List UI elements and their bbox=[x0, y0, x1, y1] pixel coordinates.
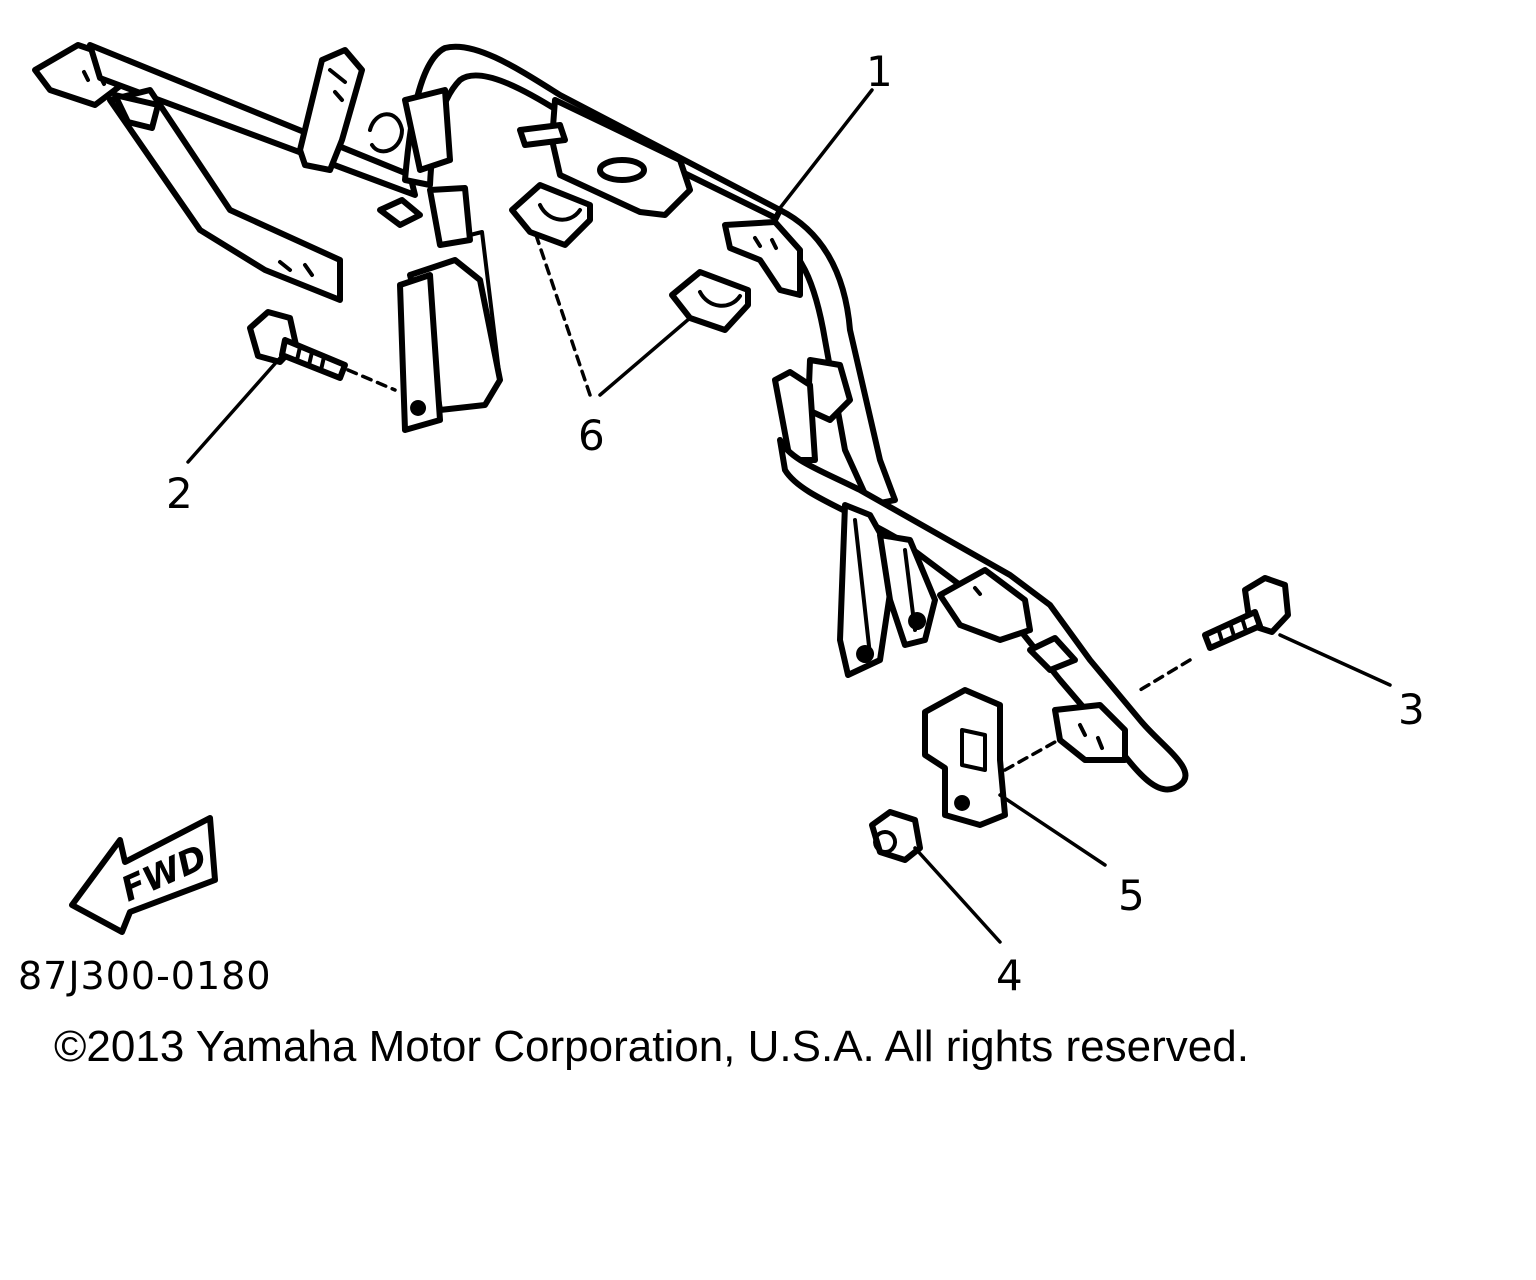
leader-5-dash bbox=[1003, 740, 1057, 772]
leader-6a bbox=[533, 230, 592, 397]
leader-6b bbox=[598, 316, 692, 397]
leader-3-dash bbox=[1138, 658, 1192, 692]
leader-5 bbox=[998, 793, 1107, 867]
callout-5: 5 bbox=[1118, 871, 1145, 920]
leader-3 bbox=[1278, 633, 1392, 687]
leader-2 bbox=[186, 356, 282, 464]
bracket bbox=[922, 687, 1008, 828]
leader-4 bbox=[913, 846, 1002, 944]
bushing-lower bbox=[669, 269, 751, 333]
handle-bar-frame bbox=[32, 42, 1189, 793]
bushing-upper bbox=[509, 182, 593, 248]
nut bbox=[869, 809, 923, 863]
callout-1: 1 bbox=[866, 47, 893, 96]
figure-number: 87J300-0180 bbox=[18, 954, 272, 998]
leader-2-dash bbox=[346, 368, 397, 392]
copyright-notice: ©2013 Yamaha Motor Corporation, U.S.A. A… bbox=[54, 1022, 1249, 1071]
leader-1 bbox=[778, 88, 874, 210]
callout-4: 4 bbox=[996, 951, 1023, 1000]
callout-2: 2 bbox=[166, 469, 193, 518]
bolt-right bbox=[1202, 575, 1291, 651]
fwd-arrow-icon: FWD bbox=[69, 815, 218, 935]
callout-3: 3 bbox=[1398, 685, 1425, 734]
bolt-left bbox=[247, 309, 348, 381]
callout-6: 6 bbox=[578, 411, 605, 460]
